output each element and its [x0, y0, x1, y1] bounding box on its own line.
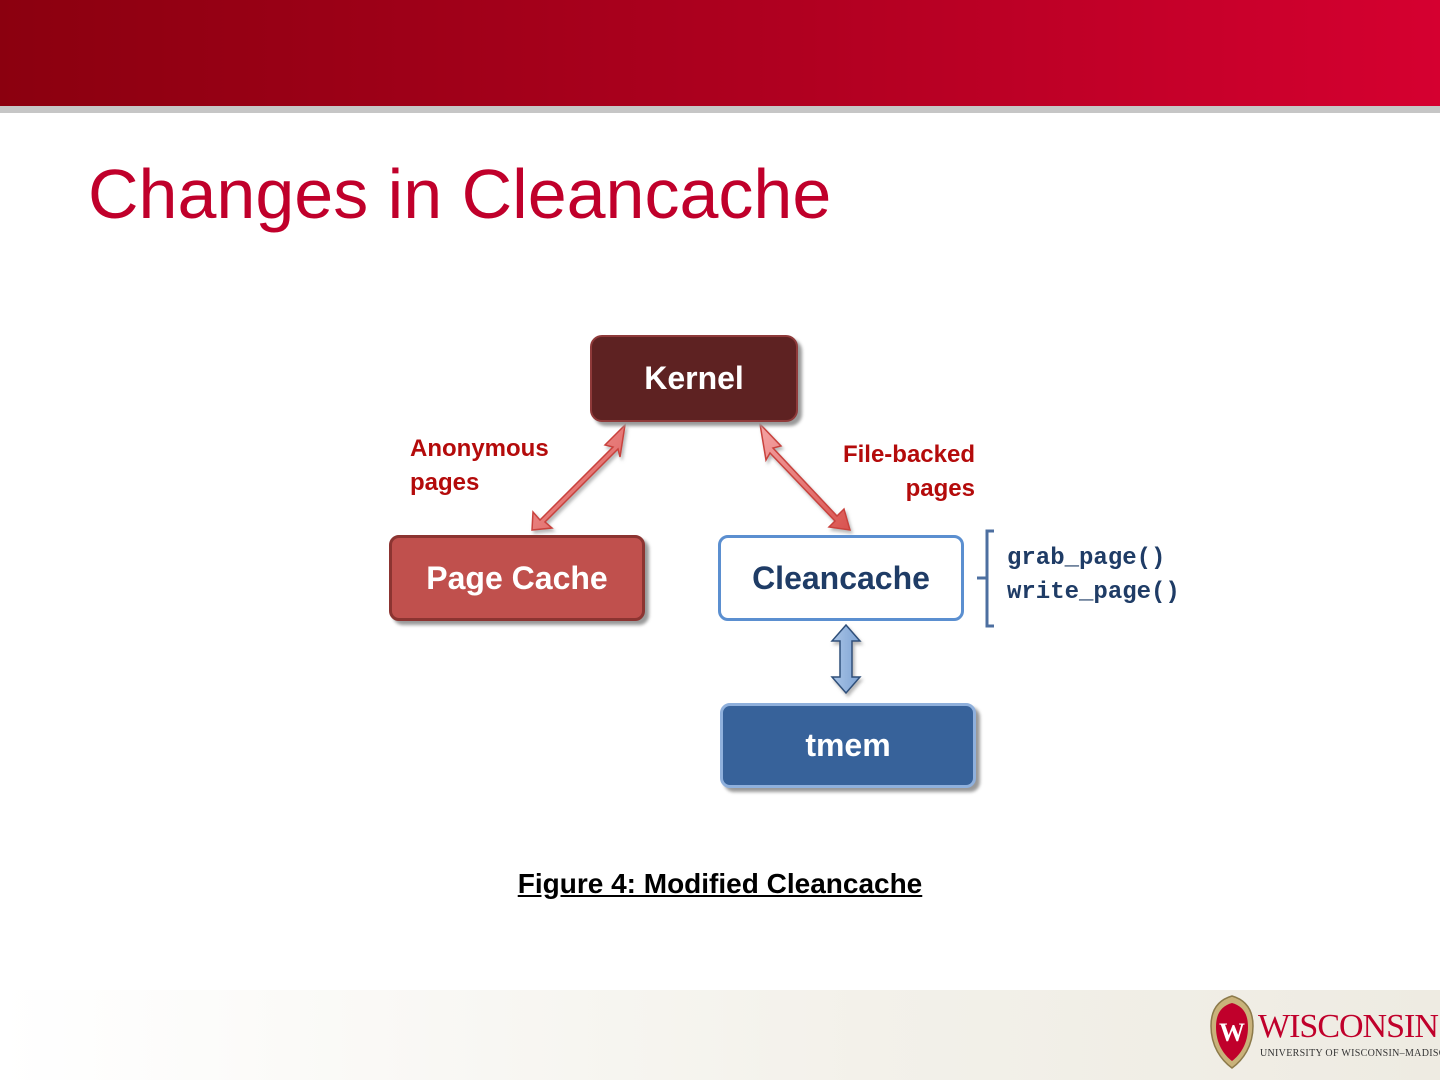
cleancache-node: Cleancache [718, 535, 964, 621]
banner-rule [0, 106, 1440, 113]
file-backed-label-line2: pages [905, 475, 975, 502]
kernel-node: Kernel [590, 335, 798, 422]
api-call-list: grab_page() write_page() [1007, 542, 1180, 610]
file-backed-pages-label: File-backed pages [775, 438, 975, 506]
crest-icon: W [1210, 995, 1254, 1069]
footer-band [0, 990, 1440, 1080]
page-cache-node: Page Cache [389, 535, 645, 621]
api-brace [977, 529, 994, 628]
slide-title: Changes in Cleancache [88, 155, 832, 233]
anonymous-label-line1: Anonymous [410, 435, 549, 462]
wisconsin-logo: W WISCONSIN UNIVERSITY OF WISCONSIN–MADI… [1208, 994, 1440, 1070]
tmem-node: tmem [720, 703, 976, 788]
api-call-grab-page: grab_page() [1007, 545, 1166, 572]
top-banner [0, 0, 1440, 106]
figure-caption: Figure 4: Modified Cleancache [517, 868, 923, 899]
logo-wordmark: WISCONSIN [1258, 1008, 1439, 1045]
anonymous-pages-label: Anonymous pages [410, 432, 549, 500]
crest-letter: W [1219, 1018, 1245, 1047]
logo-subtitle: UNIVERSITY OF WISCONSIN–MADISON [1260, 1048, 1440, 1059]
file-backed-label-line1: File-backed [842, 441, 975, 468]
cleancache-tmem-arrow [830, 623, 862, 695]
file-backed-arrow [758, 421, 852, 531]
anonymous-arrow [531, 422, 627, 531]
anonymous-label-line2: pages [410, 469, 480, 496]
api-call-write-page: write_page() [1007, 579, 1180, 606]
